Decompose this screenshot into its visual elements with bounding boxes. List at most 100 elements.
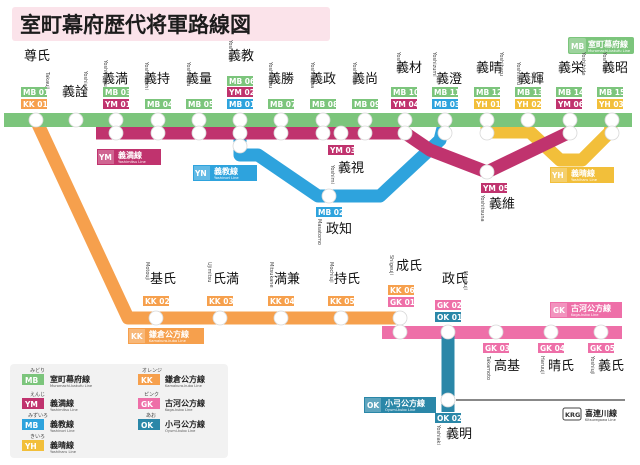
station-takauji[interactable]: 尊氏 Takauji MB 01 KK 01: [21, 48, 50, 128]
svg-text:義栄: 義栄: [558, 60, 584, 76]
svg-text:GK 03: GK 03: [485, 344, 510, 353]
page-title: 室町幕府歴代将軍路線図: [20, 13, 251, 37]
svg-text:義満: 義満: [102, 71, 128, 87]
svg-text:Yoshihide: Yoshihide: [580, 51, 586, 75]
station-ujimitsu[interactable]: 氏満 Ujimitsu KK 03: [206, 262, 239, 326]
svg-text:MB 02: MB 02: [318, 208, 344, 217]
route-kk: [30, 117, 400, 325]
legend-item-ok: あお OK 小弓公方線 Oyumi-kubo Line: [138, 412, 205, 433]
svg-text:義勝: 義勝: [268, 71, 294, 87]
svg-text:義視: 義視: [338, 160, 364, 176]
svg-text:Muromachi-bakufu Line: Muromachi-bakufu Line: [50, 384, 93, 388]
svg-text:KK 01: KK 01: [23, 100, 48, 109]
badge-ym: YM 義満線 Yoshimitsu Line: [97, 149, 161, 165]
svg-text:Yoshimitsu Line: Yoshimitsu Line: [118, 160, 147, 164]
svg-text:GK 04: GK 04: [540, 344, 565, 353]
svg-text:ピンク: ピンク: [144, 392, 159, 398]
station-shigeuji[interactable]: 成氏 Shigeuji KK 06 GK 01: [388, 255, 422, 340]
station-masauji[interactable]: 政氏 Masauji GK 02 OK 01: [435, 271, 468, 340]
station-yoshiharu[interactable]: 義晴 Yoshiharu MB 12 YH 01: [474, 51, 504, 141]
badge-ok: OK 小弓公方線 Oyumi-kubo Line: [364, 397, 436, 413]
svg-text:Yoshimochi: Yoshimochi: [143, 61, 149, 90]
station-mochiuji[interactable]: 持氏 Mochiuji KK 05: [328, 262, 360, 326]
svg-text:義輝: 義輝: [518, 71, 544, 87]
badge-gk: GK 古河公方線 Koga-kubo Line: [550, 302, 622, 318]
route-yn: [233, 118, 452, 203]
svg-text:MB 01: MB 01: [229, 100, 255, 109]
mb-badge-name: 室町幕府線: [588, 39, 628, 49]
svg-text:Yoshiuji: Yoshiuji: [589, 355, 595, 375]
station-motouji[interactable]: 基氏 Motouji KK 02: [143, 262, 176, 326]
svg-text:Yoshiteru: Yoshiteru: [515, 61, 521, 85]
station-yoshihisa[interactable]: 義尚 Yoshihisa MB 09: [351, 61, 380, 141]
svg-text:高基: 高基: [494, 358, 520, 374]
svg-text:OK: OK: [367, 401, 380, 410]
station-yoshiaki[interactable]: 義昭 Yoshiaki MB 15 YH 03: [597, 51, 628, 141]
svg-text:MB 13: MB 13: [517, 88, 543, 97]
station-yoshiuji[interactable]: GK 05 義氏 Yoshiuji: [588, 324, 624, 375]
station-haruuji[interactable]: GK 04 晴氏 Haruuji: [538, 324, 574, 374]
station-yoshimochi[interactable]: 義持 Yoshimochi MB 04: [143, 61, 173, 141]
svg-text:義維: 義維: [489, 196, 515, 212]
svg-text:義教: 義教: [228, 48, 254, 64]
svg-text:オレンジ: オレンジ: [142, 368, 162, 374]
svg-text:政氏: 政氏: [442, 272, 468, 287]
svg-text:KK 06: KK 06: [390, 286, 415, 295]
svg-text:Masatomo: Masatomo: [316, 219, 322, 245]
svg-text:義持: 義持: [144, 71, 170, 87]
svg-text:Yoshiharu Line: Yoshiharu Line: [50, 450, 77, 454]
svg-text:OK 01: OK 01: [437, 313, 462, 322]
svg-text:Kamakura-kubo Line: Kamakura-kubo Line: [149, 339, 187, 343]
svg-text:義教線: 義教線: [214, 166, 238, 176]
mb-line-badge: MB 室町幕府線 Muromachi-bakufu Line: [568, 37, 634, 54]
svg-text:Yoshitsuna: Yoshitsuna: [479, 194, 485, 222]
svg-text:KK: KK: [131, 332, 144, 341]
svg-text:KK 05: KK 05: [330, 297, 355, 306]
station-yoshiteru[interactable]: 義輝 Yoshiteru MB 13 YH 02: [515, 61, 544, 128]
station-yoshimitsu[interactable]: 義満 Yoshimitsu MB 03 YM 01: [102, 59, 131, 141]
station-yoshimasa[interactable]: 義政 Yoshimasa MB 08: [309, 61, 338, 141]
svg-text:Oyumi-kubo Line: Oyumi-kubo Line: [385, 408, 416, 412]
station-yoshitsuna[interactable]: YM 05 義維 Yoshitsuna: [479, 164, 515, 222]
station-yoshimi[interactable]: YM 03 義視 Yoshimi: [328, 125, 364, 184]
svg-text:YM 06: YM 06: [557, 100, 584, 109]
svg-text:Yoshinori: Yoshinori: [227, 39, 233, 62]
station-yoshikazu[interactable]: 義量 Yoshikazu MB 05: [185, 61, 214, 141]
svg-text:Yoshikatsu: Yoshikatsu: [267, 61, 273, 88]
station-mitsukane[interactable]: 満兼 Mitsukane KK 04: [268, 262, 300, 326]
svg-text:持氏: 持氏: [334, 272, 360, 287]
svg-text:小弓公方線: 小弓公方線: [384, 398, 425, 408]
svg-text:Yoshiki: Yoshiki: [395, 51, 401, 69]
svg-text:あお: あお: [146, 412, 156, 419]
station-yoshinori[interactable]: 義教 Yoshinori MB 06 YM 02 MB 01: [227, 39, 255, 154]
svg-text:義満線: 義満線: [118, 150, 142, 160]
svg-text:YH 03: YH 03: [598, 100, 624, 109]
station-yoshiki[interactable]: 義材 Yoshiki MB 10 YM 04: [391, 51, 422, 141]
svg-text:義晴線: 義晴線: [50, 440, 74, 450]
station-takamoto[interactable]: GK 03 高基 Takamoto: [483, 324, 520, 380]
svg-text:MB 07: MB 07: [270, 100, 296, 109]
svg-text:Yoshinori Line: Yoshinori Line: [50, 429, 75, 433]
svg-text:MB 11: MB 11: [434, 88, 460, 97]
svg-text:義昭: 義昭: [602, 60, 628, 76]
svg-text:Yoshimitsu: Yoshimitsu: [102, 59, 108, 87]
svg-text:KK 03: KK 03: [209, 297, 234, 306]
badge-krg: KRG 喜連川線 Kitsuregawa Line: [562, 407, 617, 422]
station-yoshihide[interactable]: 義栄 Yoshihide MB 14 YM 06: [556, 51, 586, 141]
svg-text:古河公方線: 古河公方線: [571, 303, 611, 313]
svg-text:義氏: 義氏: [598, 358, 624, 374]
svg-text:KK 04: KK 04: [270, 297, 295, 306]
legend-item-yh: きいろ YH 義晴線 Yoshiharu Line: [22, 433, 77, 454]
station-masatomo[interactable]: MB 02 政知 Masatomo: [316, 188, 352, 245]
svg-text:GK: GK: [141, 400, 154, 409]
station-yoshizumi[interactable]: 義澄 Yoshizumi MB 11 MB 03: [431, 51, 462, 141]
svg-text:Yoshimasa: Yoshimasa: [309, 61, 315, 88]
svg-text:義満線: 義満線: [50, 398, 74, 408]
svg-text:KRG: KRG: [565, 411, 580, 419]
badge-yn: YN 義教線 Yoshinori Line: [193, 165, 257, 181]
badge-kk: KK 鎌倉公方線 Kamakura-kubo Line: [128, 328, 204, 344]
station-yoshiakira[interactable]: 義詮 Yoshiakira: [62, 70, 88, 128]
station-yoshiaki-ok[interactable]: OK 02 義明 Yoshiaki: [435, 392, 472, 445]
station-yoshikatsu[interactable]: 義勝 Yoshikatsu MB 07: [267, 61, 296, 141]
svg-text:鎌倉公方線: 鎌倉公方線: [148, 329, 189, 339]
